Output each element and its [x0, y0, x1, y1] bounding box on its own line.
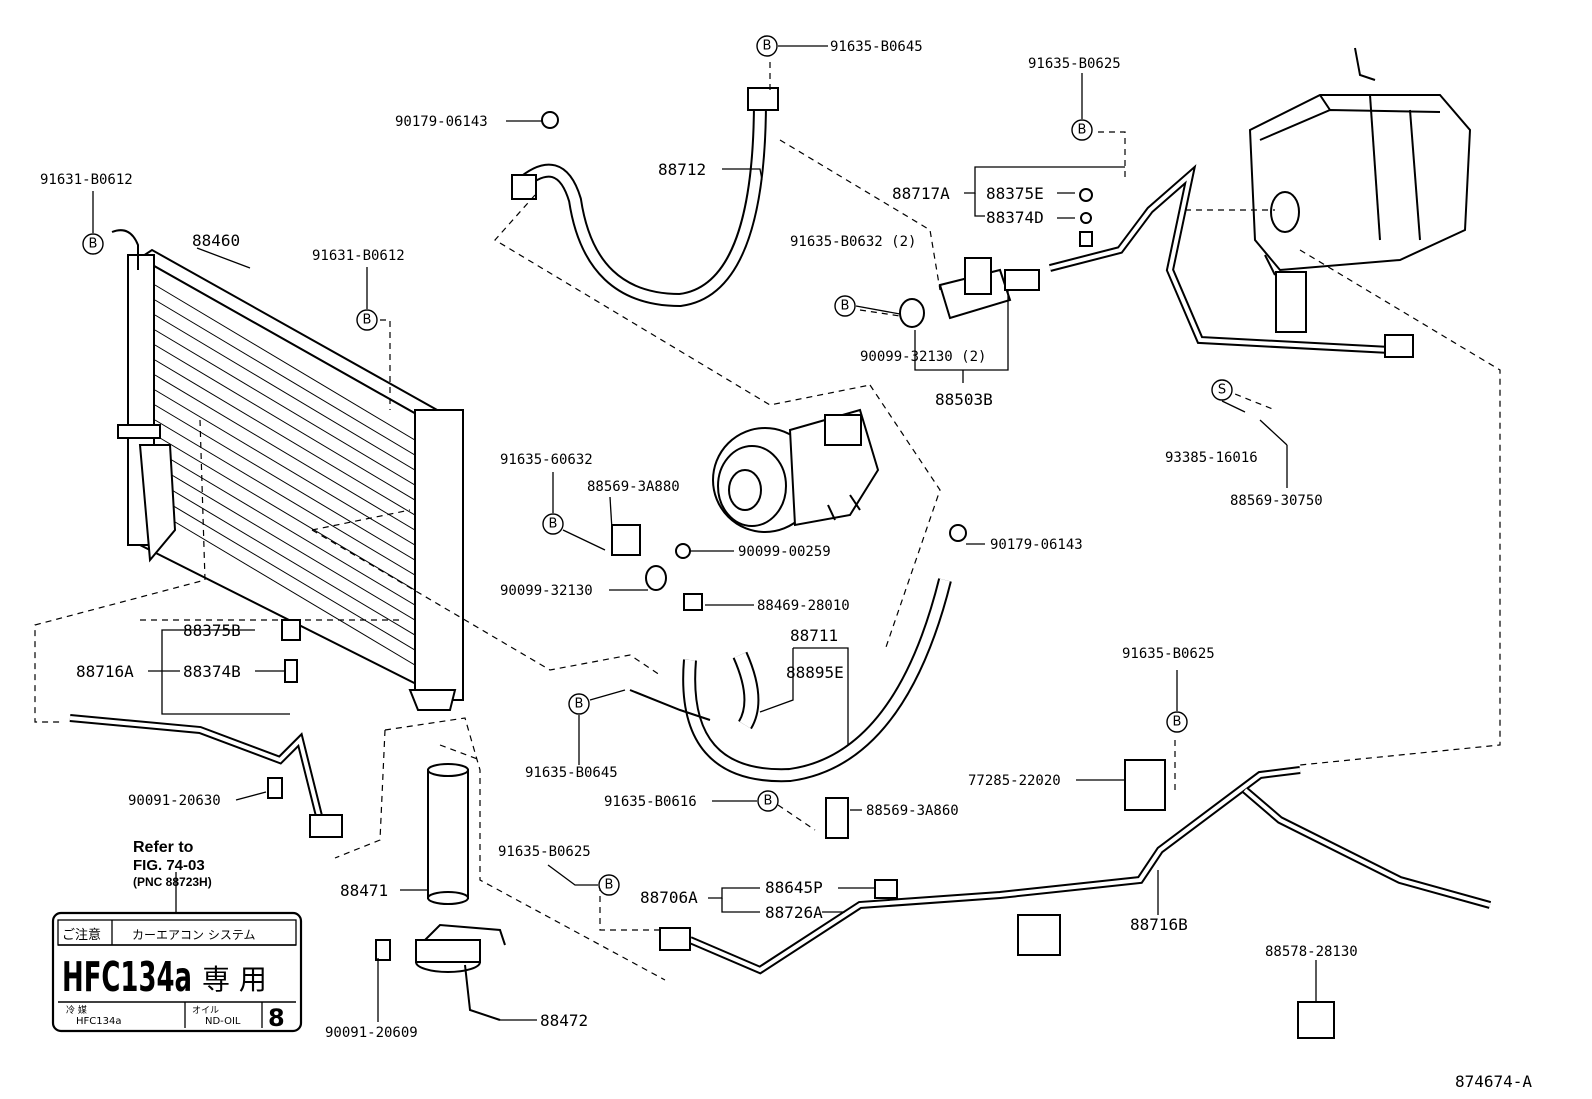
label-90179-06143-top: 90179-06143: [395, 114, 488, 130]
reference-line-2: FIG. 74-03: [133, 857, 205, 874]
part-number-labels: 91635-B0645 91635-B0625 90179-06143 8871…: [40, 39, 1532, 1091]
label-90091-20630: 90091-20630: [128, 793, 221, 809]
caution-main-suffix: 専 用: [202, 963, 267, 996]
svg-text:B: B: [841, 299, 850, 314]
condenser-88460: [111, 229, 464, 711]
caution-header-left: ご注意: [62, 927, 101, 943]
label-88460: 88460: [192, 231, 240, 250]
caution-label: ご注意 カーエアコン システム HFC134a 専 用 冷 媒 HFC134a …: [51, 911, 303, 1033]
label-93385-16016: 93385-16016: [1165, 450, 1258, 466]
svg-text:B: B: [605, 878, 614, 893]
label-90179-06143-mid: 90179-06143: [990, 537, 1083, 553]
label-88375B: 88375B: [183, 621, 241, 640]
caution-main-text: HFC134a: [62, 953, 192, 1001]
svg-text:B: B: [363, 313, 372, 328]
label-88645P: 88645P: [765, 878, 823, 897]
evaporator-unit: [1248, 47, 1472, 276]
label-88374D: 88374D: [986, 208, 1044, 227]
label-88471: 88471: [340, 881, 388, 900]
label-88726A: 88726A: [765, 903, 823, 922]
pipe-88716B: [659, 766, 1492, 975]
label-91635-B0625-top: 91635-B0625: [1028, 56, 1121, 72]
label-91635-60632: 91635-60632: [500, 452, 593, 468]
reference-line-1: Refer to: [133, 839, 194, 856]
label-88716B: 88716B: [1130, 915, 1188, 934]
expansion-valve-88503B: [938, 257, 1040, 320]
pipe-88716A: [69, 714, 343, 838]
oil-caption: オイル: [192, 1005, 219, 1016]
reference-line-3: (PNC 88723H): [133, 875, 212, 889]
label-90099-32130: 90099-32130: [500, 583, 593, 599]
oil-value: ND-OIL: [205, 1016, 241, 1027]
label-88895E: 88895E: [786, 663, 844, 682]
label-88711: 88711: [790, 626, 838, 645]
label-91635-B0616: 91635-B0616: [604, 794, 697, 810]
label-88578-28130: 88578-28130: [1265, 944, 1358, 960]
oil-number: 8: [268, 1004, 285, 1032]
hose-88711: [629, 578, 952, 783]
label-88716A: 88716A: [76, 662, 134, 681]
label-88469-28010: 88469-28010: [757, 598, 850, 614]
hose-88712: [511, 87, 779, 308]
svg-text:B: B: [575, 697, 584, 712]
compressor: [712, 408, 880, 533]
svg-text:B: B: [1173, 715, 1182, 730]
label-88717A: 88717A: [892, 184, 950, 203]
label-88569-3A860: 88569-3A860: [866, 803, 959, 819]
label-91635-B0645-top: 91635-B0645: [830, 39, 923, 55]
label-90091-20609: 90091-20609: [325, 1025, 418, 1041]
receiver-drier-88471: [415, 763, 506, 1021]
label-88569-30750: 88569-30750: [1230, 493, 1323, 509]
label-91631-B0612-left: 91631-B0612: [40, 172, 133, 188]
label-91635-B0625-right: 91635-B0625: [1122, 646, 1215, 662]
label-88706A: 88706A: [640, 888, 698, 907]
label-90099-00259: 90099-00259: [738, 544, 831, 560]
label-88374B: 88374B: [183, 662, 241, 681]
refrigerant-caption: 冷 媒: [66, 1004, 87, 1016]
pipe-evaporator: [1049, 164, 1414, 358]
label-90099-32130-2: 90099-32130 (2): [860, 349, 986, 365]
reference-note: Refer to FIG. 74-03 (PNC 88723H): [133, 839, 212, 889]
label-91635-B0645-mid: 91635-B0645: [525, 765, 618, 781]
label-88712: 88712: [658, 160, 706, 179]
diagram-id: 874674-A: [1455, 1072, 1532, 1091]
label-88503B: 88503B: [935, 390, 993, 409]
label-91635-B0632: 91635-B0632 (2): [790, 234, 916, 250]
svg-text:B: B: [1078, 123, 1087, 138]
svg-text:S: S: [1218, 383, 1226, 398]
leader-lines: [92, 45, 1317, 1022]
label-88569-3A880: 88569-3A880: [587, 479, 680, 495]
label-91635-B0625-low: 91635-B0625: [498, 844, 591, 860]
label-88472: 88472: [540, 1011, 588, 1030]
label-77285-22020: 77285-22020: [968, 773, 1061, 789]
label-91631-B0612-mid: 91631-B0612: [312, 248, 405, 264]
small-parts: [267, 111, 1335, 1039]
caution-header-right: カーエアコン システム: [132, 928, 255, 942]
svg-text:B: B: [549, 517, 558, 532]
dashed-connectors: [34, 62, 1501, 981]
refrigerant-value: HFC134a: [76, 1016, 121, 1027]
bracket-markers: B B B B B S B B B B B: [82, 35, 1233, 896]
label-88375E: 88375E: [986, 184, 1044, 203]
svg-text:B: B: [763, 39, 772, 54]
svg-text:B: B: [764, 794, 773, 809]
svg-text:B: B: [89, 237, 98, 252]
